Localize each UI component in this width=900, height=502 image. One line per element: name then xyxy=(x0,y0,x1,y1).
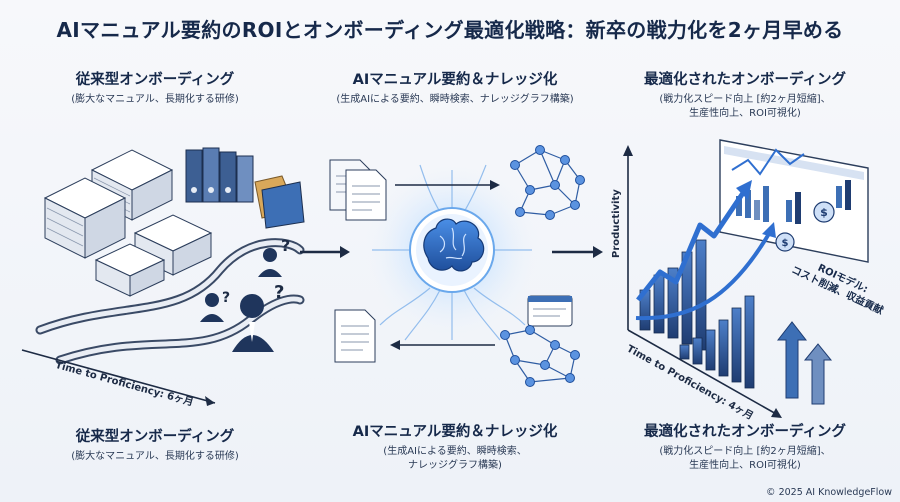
bottom-right-sub-line1: (戦力化スピード向上 [約2ヶ月短縮]、 xyxy=(659,446,831,457)
binders xyxy=(185,147,305,229)
right-subheading-line1: (戦力化スピード向上 [約2ヶ月短縮]、 xyxy=(659,94,831,105)
ai-brain-hub xyxy=(364,162,540,341)
bottom-center-caption: AIマニュアル要約＆ナレッジ化 (生成AIによる要約、瞬時検索、 ナレッジグラフ… xyxy=(330,420,580,472)
right-column-header: 最適化されたオンボーディング (戦力化スピード向上 [約2ヶ月短縮]、 生産性向… xyxy=(620,68,870,120)
center-column-header: AIマニュアル要約＆ナレッジ化 (生成AIによる要約、瞬時検索、ナレッジグラフ構… xyxy=(330,68,580,107)
bottom-center-heading: AIマニュアル要約＆ナレッジ化 xyxy=(352,424,558,440)
knowledge-graph-bottom xyxy=(500,295,580,387)
question-icon-3: ? xyxy=(274,282,285,303)
left-column-header: 従来型オンボーディング (膨大なマニュアル、長期化する研修) xyxy=(40,68,270,107)
confused-employees xyxy=(200,248,282,352)
center-flow-arrows xyxy=(390,180,500,350)
bottom-left-heading: 従来型オンボーディング xyxy=(75,429,235,445)
bottom-left-caption: 従来型オンボーディング (膨大なマニュアル、長期化する研修) xyxy=(40,425,270,464)
right-heading: 最適化されたオンボーディング xyxy=(644,72,846,88)
arrow-left-to-center xyxy=(300,246,350,258)
productivity-axis-label: Productivity xyxy=(611,189,622,258)
dollar-icon-small: $ xyxy=(782,238,789,249)
bottom-center-sub-line1: (生成AIによる要約、瞬時検索、 xyxy=(383,446,527,457)
center-subheading: (生成AIによる要約、瞬時検索、ナレッジグラフ構築) xyxy=(336,94,574,105)
left-heading: 従来型オンボーディング xyxy=(75,72,235,88)
bottom-right-caption: 最適化されたオンボーディング (戦力化スピード向上 [約2ヶ月短縮]、 生産性向… xyxy=(620,420,870,472)
bottom-right-heading: 最適化されたオンボーディング xyxy=(644,424,846,440)
arrow-center-to-right xyxy=(552,246,603,258)
knowledge-graph-top xyxy=(510,145,585,220)
center-heading: AIマニュアル要約＆ナレッジ化 xyxy=(352,72,558,88)
bottom-left-subheading: (膨大なマニュアル、長期化する研修) xyxy=(71,451,239,462)
winding-road xyxy=(21,238,305,406)
productivity-chart: $ $ xyxy=(623,139,869,418)
page-title: AIマニュアル要約のROIとオンボーディング最適化戦略：新卒の戦力化を2ヶ月早め… xyxy=(56,18,844,42)
copyright: © 2025 AI KnowledgeFlow xyxy=(766,487,892,498)
question-icon-1: ? xyxy=(281,236,291,255)
bottom-center-sub-line2: ナレッジグラフ構築) xyxy=(408,459,502,471)
roi-dashboard: $ $ xyxy=(719,139,869,263)
document-stacks xyxy=(43,149,213,297)
input-documents xyxy=(329,159,387,363)
bottom-right-sub-line2: 生産性向上、ROI可視化) xyxy=(689,459,801,471)
dollar-icon: $ xyxy=(820,206,828,219)
question-icon-2: ? xyxy=(222,290,231,306)
right-subheading-line2: 生産性向上、ROI可視化) xyxy=(689,107,801,119)
left-subheading: (膨大なマニュアル、長期化する研修) xyxy=(71,94,239,105)
